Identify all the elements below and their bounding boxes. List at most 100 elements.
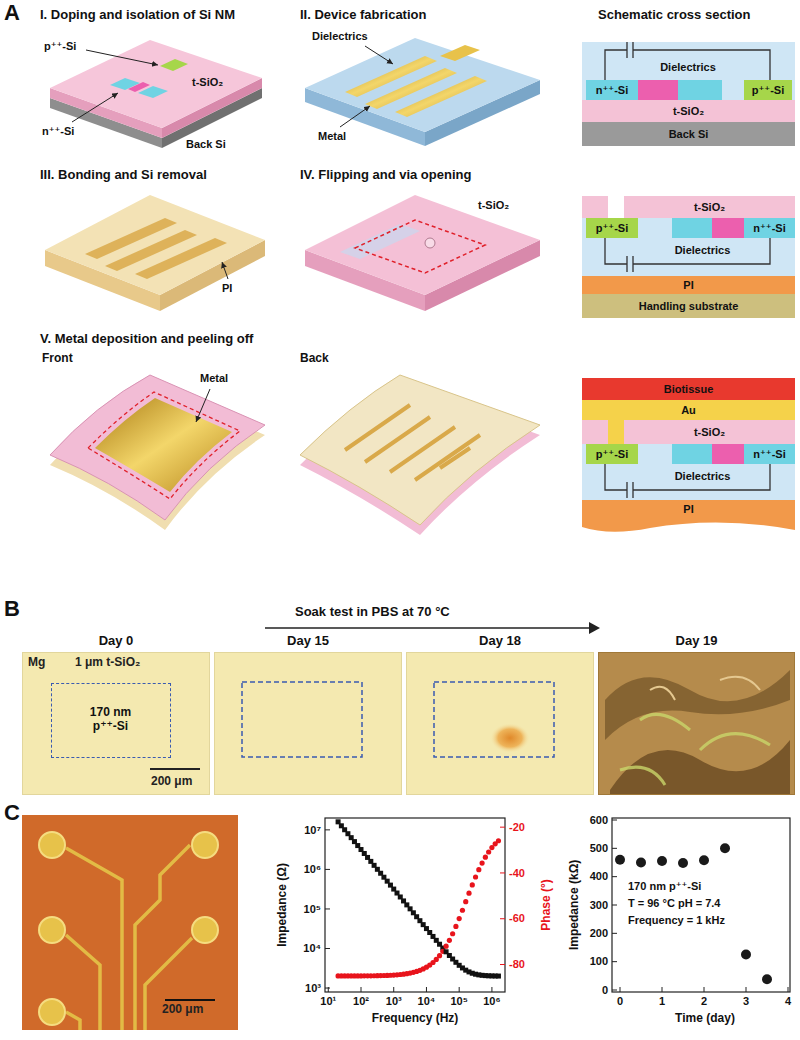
layer-fill (744, 218, 795, 238)
figure-label: Time (day) (675, 1012, 735, 1026)
layer-fill (582, 100, 795, 122)
figure-label: IV. Flipping and via opening (300, 168, 471, 183)
image-panel: Day 0Mg1 μm t-SiO₂200 μm170 nm p⁺⁺-Si (22, 652, 210, 795)
image-panel: Day 19 (598, 652, 795, 795)
layer-box: PI (582, 276, 795, 294)
layer-fill (586, 80, 638, 100)
layer-box: Dielectrics (640, 240, 765, 260)
axis-tick (612, 848, 617, 849)
axis-tick (612, 905, 617, 906)
region-label: 170 nm p⁺⁺-Si (79, 706, 143, 734)
layer-label: Dielectrics (660, 61, 716, 74)
dielectric-bands (582, 42, 795, 500)
time-point (741, 950, 751, 960)
layer-label: p⁺⁺-Si (752, 84, 784, 97)
axis-tick (500, 918, 505, 919)
figure-label: T = 96 °C pH = 7.4 (628, 897, 720, 910)
figure-label: 10⁷ (304, 824, 321, 837)
layer-fill (744, 444, 795, 464)
phase-point (437, 953, 442, 958)
phase-point (479, 860, 484, 865)
figure-label: -20 (509, 821, 525, 834)
phase-point (483, 855, 488, 860)
panel-heading: Day 0 (23, 634, 209, 649)
figure-label: t-SiO₂ (478, 199, 509, 212)
figure-label: V. Metal deposition and peeling off (40, 332, 253, 347)
figure-label: C (4, 800, 20, 825)
phase-point (466, 891, 471, 896)
figure-label: PI (222, 282, 232, 295)
panel-heading: Day 18 (407, 634, 593, 649)
figure-label: 10² (353, 995, 369, 1008)
image-panel: Day 18 (406, 652, 594, 795)
figure-label: 10⁴ (418, 995, 436, 1008)
figure-label: 300 (590, 899, 608, 912)
figure-label: Frequency (Hz) (372, 1012, 459, 1026)
layer-label: p⁺⁺-Si (596, 448, 628, 461)
step3-illustration (45, 195, 265, 311)
figure-label: -40 (509, 867, 525, 880)
figure-label: Back (300, 352, 329, 366)
cross-section-details (582, 42, 795, 532)
layer-fill (586, 444, 638, 464)
axis-tick (662, 987, 663, 992)
layer-box: PI (582, 500, 795, 518)
layer-fills (582, 80, 795, 518)
phase-point (473, 874, 478, 879)
layer-box: n⁺⁺-Si (586, 80, 638, 100)
figure-label: 4 (785, 995, 791, 1008)
layer-label: n⁺⁺-Si (753, 222, 785, 235)
layer-label: PI (683, 279, 693, 292)
layer-box: Dielectrics (612, 55, 764, 79)
layer-label: n⁺⁺-Si (596, 84, 628, 97)
phase-point (496, 838, 501, 843)
layer-label: n⁺⁺-Si (753, 448, 785, 461)
figure-label: 10³ (305, 982, 321, 995)
axis-tick (500, 827, 505, 828)
time-point (762, 974, 772, 984)
layer-box: Back Si (582, 122, 795, 146)
layer-label: Biotissue (664, 383, 714, 396)
phase-point (453, 924, 458, 929)
figure-label: 400 (590, 870, 608, 883)
layer-fill (624, 420, 795, 444)
layer-label: t-SiO₂ (673, 105, 704, 118)
figure-label: 600 (590, 814, 608, 827)
layer-label: Back Si (669, 128, 709, 141)
figure-label: Metal (200, 372, 228, 385)
axis-tick (459, 987, 460, 992)
phase-point (463, 899, 468, 904)
layer-fill (582, 276, 795, 294)
axis-tick (788, 987, 789, 992)
figure-label: 10⁶ (304, 863, 321, 876)
figure-label: 500 (590, 842, 608, 855)
axis-tick (325, 869, 330, 870)
layer-box: n⁺⁺-Si (744, 218, 795, 238)
image-panel: Day 15 (214, 652, 402, 795)
figure-label: B (4, 596, 20, 621)
layer-fill (582, 122, 795, 146)
phase-point (460, 908, 465, 913)
figure-label: t-SiO₂ (192, 76, 223, 89)
layer-fill (582, 500, 795, 518)
time-point (657, 856, 667, 866)
step2-illustration (305, 38, 540, 146)
axis-tick (393, 987, 394, 992)
layer-fill (624, 196, 795, 218)
panel-heading: Day 15 (215, 634, 401, 649)
phase-point (450, 931, 455, 936)
axis-tick (325, 829, 330, 830)
soak-test-images (22, 622, 795, 795)
phase-point (443, 944, 448, 949)
figure-label: Metal (318, 130, 346, 143)
layer-box: Biotissue (582, 378, 795, 400)
layer-label: Au (681, 404, 696, 417)
figure-label: Front (42, 352, 73, 366)
figure-label: 10³ (386, 995, 402, 1008)
layer-box: n⁺⁺-Si (744, 444, 795, 464)
axis-tick (746, 987, 747, 992)
layer-fill (582, 294, 795, 318)
figure-label: A (4, 0, 20, 25)
axis-tick (361, 987, 362, 992)
